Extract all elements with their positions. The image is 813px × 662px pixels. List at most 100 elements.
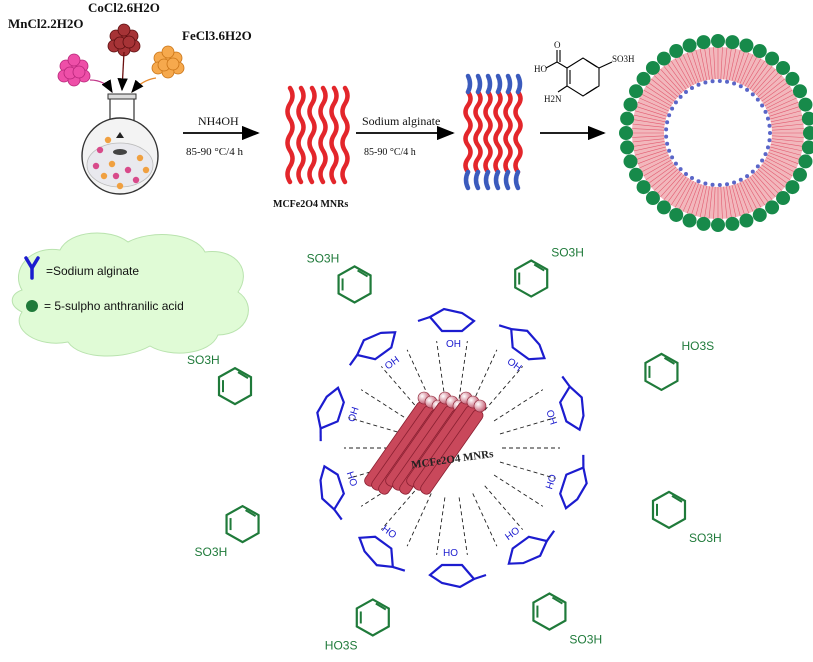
vesicle-head-outer: [801, 140, 813, 155]
sulpho-legend-icon: [26, 300, 38, 312]
vesicle-tail: [641, 157, 671, 173]
alginate-cap: [465, 73, 473, 95]
vesicle-head-inner: [703, 181, 708, 186]
flask-particle: [136, 154, 144, 162]
vesicle-tail: [695, 49, 705, 81]
vesicle-head-inner: [763, 152, 768, 157]
vesicle-tail: [686, 52, 699, 83]
vesicle-tail: [744, 179, 762, 208]
core-nanorod-bundle-icon: [364, 391, 487, 495]
vesicle-tail: [645, 162, 673, 181]
vesicle-head-outer: [656, 200, 671, 215]
flask-particle: [96, 146, 104, 154]
cluster-sphere: [122, 35, 136, 49]
vesicle-head-outer: [798, 97, 813, 112]
vesicle-tail: [759, 78, 786, 100]
sulpho-label: SO3H: [689, 531, 722, 545]
interaction-dash: [436, 497, 446, 555]
vesicle-tail: [699, 185, 708, 218]
sulpho-label: SO3H: [195, 545, 228, 559]
vesicle-head-inner: [717, 79, 722, 84]
vesicle-head-outer: [785, 71, 800, 86]
molecule-so3h: SO3H: [612, 54, 635, 64]
alginate-cap: [515, 73, 523, 95]
vesicle-tail: [695, 185, 705, 217]
alginate-cap: [513, 169, 521, 191]
vesicle-tail: [634, 110, 666, 120]
vesicle-tail: [739, 182, 754, 212]
interaction-dash: [406, 493, 432, 547]
vesicle-tail: [761, 82, 788, 102]
alginate-oh-label: OH: [443, 546, 458, 557]
vesicle-tail: [765, 93, 795, 109]
alginate-oh-label: OH: [346, 406, 361, 424]
sulpho-label: HO3S: [681, 339, 714, 353]
vesicle-head-inner: [732, 180, 737, 185]
vesicle-head-inner: [696, 179, 701, 184]
nanorod: [296, 85, 306, 185]
vesicle-tail: [643, 159, 672, 177]
vesicle-head-inner: [738, 177, 743, 182]
vesicle-head-outer: [696, 216, 711, 231]
vesicle-head-inner: [683, 171, 688, 176]
flask-particle: [132, 176, 140, 184]
vesicle-head-inner: [673, 161, 678, 166]
nanorod: [473, 89, 483, 175]
vesicle-tail: [768, 101, 799, 114]
vesicle-tail: [663, 174, 685, 201]
vesicle-head-inner: [745, 87, 750, 92]
legend-sulpho: = 5-sulpho anthranilic acid: [44, 299, 184, 313]
flask-particle: [104, 136, 112, 144]
cocl2-cluster-icon: [107, 23, 141, 57]
interaction-dash: [484, 366, 524, 411]
vesicle-tail: [653, 75, 679, 98]
vesicle-tail: [699, 48, 708, 81]
vesicle-tail: [770, 143, 803, 152]
vesicle-head-outer: [682, 213, 697, 228]
nanorod: [513, 89, 523, 175]
alginate-unit: OH: [543, 375, 585, 432]
vesicle-head-inner: [760, 158, 765, 163]
alginate-oh-label: OH: [502, 524, 521, 542]
vesicle-tail: [734, 184, 745, 215]
flask-particle: [108, 160, 116, 168]
alginate-cap: [475, 73, 483, 95]
alginate-cap: [503, 169, 511, 191]
vesicle-tail: [708, 47, 713, 80]
vesicle-tail: [674, 179, 692, 208]
vesicle-tail: [633, 143, 666, 152]
vesicle-tail: [726, 186, 732, 218]
vesicle-tail: [768, 152, 799, 165]
alginate-unit: OH: [542, 454, 588, 510]
vesicle-tail: [771, 138, 804, 143]
flask-particle: [92, 162, 100, 170]
vesicle-tail: [742, 180, 758, 210]
vesicle-head-inner: [665, 120, 670, 125]
vesicle-tail: [633, 114, 666, 123]
vesicle-tail: [670, 60, 689, 88]
vesicle-head-inner: [725, 182, 730, 187]
vesicle-tail: [704, 186, 710, 218]
vesicle-tail: [734, 51, 745, 82]
sulpho-substituent: SO3H: [651, 490, 722, 545]
nanorod: [318, 85, 328, 185]
sulpho-substituent: SO3H: [532, 592, 602, 647]
vesicle-tail: [751, 174, 773, 201]
flask-particle: [100, 172, 108, 180]
vesicle-tail: [728, 185, 737, 218]
nanorod: [493, 89, 503, 175]
cluster-sphere: [72, 65, 86, 79]
alginate-unit: OH: [319, 464, 361, 521]
vesicle-tail: [720, 47, 723, 80]
vesicle-tail: [648, 82, 675, 102]
nanorod: [329, 85, 339, 185]
vesicle-head-inner: [717, 182, 722, 187]
interaction-dash: [458, 497, 468, 555]
nanorod: [307, 85, 317, 185]
vesicle-head-outer: [696, 35, 711, 50]
vesicle-tail: [650, 78, 677, 100]
vesicle-tail: [632, 135, 665, 138]
sulpho-substituent: SO3H: [195, 504, 260, 559]
interaction-dash: [493, 389, 544, 422]
